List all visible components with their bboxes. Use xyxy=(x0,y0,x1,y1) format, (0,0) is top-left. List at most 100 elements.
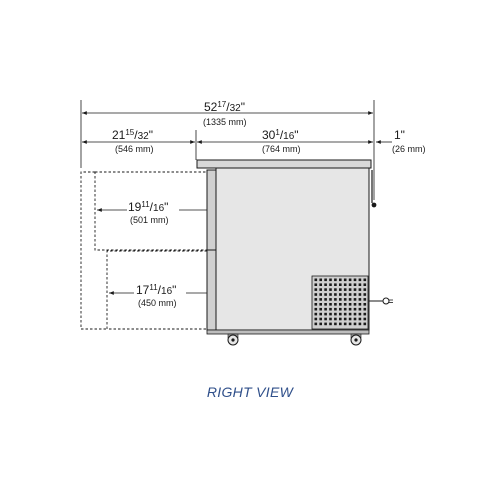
vent-hole xyxy=(343,307,347,311)
vent-hole xyxy=(348,312,352,316)
vent-hole xyxy=(339,298,342,301)
vent-hole xyxy=(324,307,327,311)
vent-hole xyxy=(358,283,362,286)
vent-hole xyxy=(319,283,322,286)
vent-hole xyxy=(314,293,318,296)
vent-hole xyxy=(329,322,332,326)
vent-hole xyxy=(314,307,318,311)
rear-caster-icon xyxy=(350,333,362,346)
vent-hole xyxy=(319,288,322,291)
vent-hole xyxy=(363,307,367,311)
vent-hole xyxy=(329,293,332,296)
vent-hole xyxy=(343,283,347,286)
vent-hole xyxy=(314,317,318,321)
vent-hole xyxy=(348,298,352,301)
vent-hole xyxy=(334,283,337,286)
vent-hole xyxy=(353,322,357,326)
vent-hole xyxy=(353,312,357,316)
vent-hole xyxy=(363,322,367,326)
vent-hole xyxy=(314,322,318,326)
vent-hole xyxy=(348,283,352,286)
vent-hole xyxy=(348,278,352,282)
vent-hole xyxy=(314,283,318,286)
vent-hole xyxy=(314,298,318,301)
vent-hole xyxy=(334,298,337,301)
cabinet-base xyxy=(206,329,370,335)
vent-hole xyxy=(348,307,352,311)
vent-hole xyxy=(319,303,322,306)
vent-hole xyxy=(319,293,322,296)
vent-hole xyxy=(358,278,362,282)
vent-hole xyxy=(329,298,332,301)
upper-drawer-metric: (501 mm) xyxy=(130,215,169,225)
vent-hole xyxy=(334,303,337,306)
vent-hole xyxy=(353,293,357,296)
vent-hole xyxy=(339,288,342,291)
vent-hole xyxy=(363,317,367,321)
vent-hole xyxy=(324,322,327,326)
cabinet-depth-metric: (764 mm) xyxy=(262,144,301,154)
upper-drawer-label-bg xyxy=(127,199,179,227)
vent-hole xyxy=(329,283,332,286)
vent-hole xyxy=(343,298,347,301)
vent-hole xyxy=(334,312,337,316)
vent-hole xyxy=(353,283,357,286)
vent-hole xyxy=(334,307,337,311)
vent-hole xyxy=(358,293,362,296)
vent-hole xyxy=(343,312,347,316)
lower-drawer-label-bg xyxy=(134,282,186,310)
drawers-open-metric: (546 mm) xyxy=(115,144,154,154)
vent-hole xyxy=(353,303,357,306)
handle-depth-label: 1" xyxy=(394,128,405,142)
door-handle-knob xyxy=(371,202,377,208)
vent-hole xyxy=(314,303,318,306)
vent-hole xyxy=(358,298,362,301)
lower-drawer-metric: (450 mm) xyxy=(138,298,177,308)
vent-hole xyxy=(339,322,342,326)
vent-hole xyxy=(358,312,362,316)
vent-hole xyxy=(339,307,342,311)
vent-hole xyxy=(319,307,322,311)
vent-hole xyxy=(348,303,352,306)
vent-hole xyxy=(324,303,327,306)
vent-hole xyxy=(329,303,332,306)
vent-hole xyxy=(358,322,362,326)
overall-width-label: 5217/32" xyxy=(204,100,245,114)
cabinet-depth-label: 301/16" xyxy=(262,128,299,142)
vent-hole xyxy=(324,298,327,301)
vent-hole xyxy=(339,278,342,282)
vent-hole xyxy=(358,317,362,321)
vent-hole xyxy=(343,293,347,296)
vent-hole xyxy=(339,317,342,321)
vent-grille-dots xyxy=(314,278,367,326)
upper-drawer-label: 1911/16" xyxy=(128,200,168,214)
vent-hole xyxy=(339,293,342,296)
power-plug-icon xyxy=(382,297,390,305)
vent-hole xyxy=(363,303,367,306)
vent-hole xyxy=(329,288,332,291)
vent-hole xyxy=(343,317,347,321)
vent-hole xyxy=(353,298,357,301)
lower-drawer-open-outline xyxy=(106,250,207,330)
vent-hole xyxy=(324,283,327,286)
vent-hole xyxy=(358,307,362,311)
vent-hole xyxy=(324,293,327,296)
vent-hole xyxy=(339,303,342,306)
vent-hole xyxy=(319,312,322,316)
vent-hole xyxy=(324,278,327,282)
vent-hole xyxy=(363,298,367,301)
front-caster-icon xyxy=(227,333,239,346)
vent-hole xyxy=(348,288,352,291)
vent-hole xyxy=(353,317,357,321)
vent-hole xyxy=(319,298,322,301)
view-caption: RIGHT VIEW xyxy=(206,384,294,400)
vent-hole xyxy=(343,278,347,282)
vent-hole xyxy=(329,278,332,282)
drawer-back-outline xyxy=(80,171,107,330)
vent-hole xyxy=(358,303,362,306)
vent-hole xyxy=(334,293,337,296)
vent-hole xyxy=(324,317,327,321)
vent-hole xyxy=(358,288,362,291)
vent-hole xyxy=(363,293,367,296)
vent-hole xyxy=(363,288,367,291)
